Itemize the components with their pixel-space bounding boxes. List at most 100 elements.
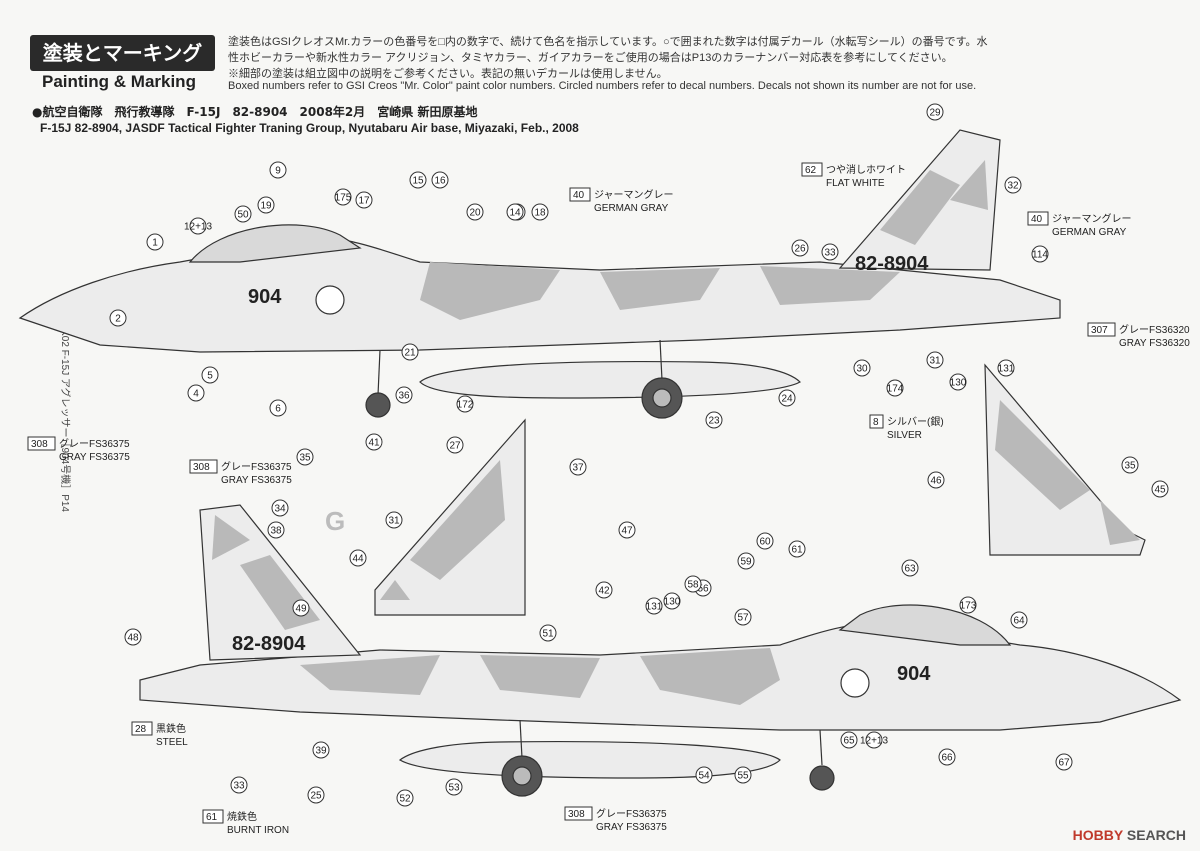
decal-number-circle [257,196,275,214]
decal-number-label: 131 [998,364,1015,375]
decal-number-label: 52 [399,794,411,805]
decal-number-circle [230,776,248,794]
paint-note-jp-2: 性ホビーカラーや新水性カラー アクリジョン、タミヤカラー、ガイアカラーをご使用の… [228,52,953,64]
paint-name-jp: 焼鉄色 [227,810,257,823]
decal-number-label: 29 [929,108,941,119]
brand-suffix: SEARCH [1122,827,1186,843]
decal-number-label: 67 [1058,758,1070,769]
decal-number-label: 41 [368,438,380,449]
decal-number-circle [1004,176,1022,194]
decal-number-circle [926,351,944,369]
section-title-english: Painting & Marking [42,72,196,91]
decal-number-circle [645,597,663,615]
paint-name-jp: ジャーマングレー [594,188,674,201]
paint-code-label: 308 [568,809,585,820]
tail-serial-bottom: 82-8904 [232,633,306,655]
decal-number-label: 54 [698,771,710,782]
decal-number-label: 1 [152,238,158,249]
decal-number-label: 33 [824,248,836,259]
tail-serial-top: 82-8904 [855,253,929,275]
decal-number-circle [269,399,287,417]
paint-name-en: FLAT WHITE [826,178,885,189]
decal-number-label: 21 [404,348,416,359]
decal-number-label: 19 [260,201,272,212]
decal-number-label: 38 [270,526,282,537]
paint-name-en: GRAY FS36375 [59,452,130,463]
decal-number-label: 37 [572,463,584,474]
decal-number-label: 33 [233,781,245,792]
decal-number-label: 59 [740,557,752,568]
decal-number-circle [821,243,839,261]
decal-callouts-bottom: 2527313334353738394244454647484951525354… [124,436,1169,807]
decal-number-circle [431,171,449,189]
decal-number-label: 39 [315,746,327,757]
paint-code-label: 8 [873,417,879,428]
decal-number-circle [385,511,403,529]
paint-code-box [564,806,593,821]
decal-number-label: 64 [1013,616,1025,627]
paint-name-jp: グレーFS36375 [596,807,667,820]
decal-number-circle [853,359,871,377]
decal-number-circle [663,592,681,610]
decal-number-circle [234,205,252,223]
decal-number-label: 35 [299,453,311,464]
paint-note-jp-3: ※細部の塗装は組立図中の説明をご参考ください。表記の無いデカールは使用しません。 [228,68,668,80]
paint-code-box [569,187,591,202]
decal-number-circle [189,217,207,235]
paint-name-jp: グレーFS36320 [1119,323,1190,336]
decal-number-label: 32 [1007,181,1019,192]
paint-name-en: STEEL [156,737,188,748]
nose-number-bottom: 904 [897,663,931,685]
decal-number-label: 24 [781,394,793,405]
paint-code-box [869,414,884,429]
decal-number-circle [734,608,752,626]
decal-number-circle [1031,245,1049,263]
decal-number-circle [506,203,524,221]
decal-number-circle [1151,480,1169,498]
paint-name-en: GRAY FS36320 [1119,338,1190,349]
decal-number-circle [791,239,809,257]
decal-number-label: 46 [930,476,942,487]
decal-number-label: 58 [687,580,699,591]
decal-number-circle [395,386,413,404]
decal-number-label: 42 [598,586,610,597]
decal-number-circle [349,549,367,567]
decal-number-label: 130 [950,378,967,389]
decal-number-circle [531,203,549,221]
decal-number-circle [569,458,587,476]
decal-number-label: 172 [457,400,474,411]
paint-code-box [801,162,823,177]
decal-number-label: 15 [412,176,424,187]
decal-number-circle [949,373,967,391]
decal-number-label: 31 [929,356,941,367]
subject-title-jp: ●航空自衛隊 飛行教導隊 F-15J 82-8904 2008年2月 宮崎県 新… [32,105,478,119]
decal-number-label: 131 [646,602,663,613]
decal-number-label: 2 [115,314,121,325]
decal-number-circle [307,786,325,804]
decal-number-label: 114 [1032,250,1048,261]
decal-number-circle [271,499,289,517]
aircraft-right-side-view [139,504,1182,797]
decal-number-label: 174 [887,384,904,395]
decal-number-label: 56 [697,584,709,595]
decal-number-circle [269,161,287,179]
fin-view-inner-left [374,418,526,616]
decal-number-label: 36 [398,391,410,402]
paint-code-label: 28 [135,724,147,735]
paint-name-jp: グレーFS36375 [59,437,130,450]
decal-number-circle [959,596,977,614]
paint-code-label: 308 [193,462,210,473]
paint-code-box [202,809,224,824]
decal-number-label: 17 [358,196,370,207]
decal-number-circle [778,389,796,407]
decal-number-label: 61 [791,545,803,556]
decal-number-circle [901,559,919,577]
decal-number-circle [292,599,310,617]
decal-number-label: 48 [127,633,139,644]
paint-name-en: GERMAN GRAY [1052,227,1127,238]
decal-number-label: 30 [856,364,868,375]
decal-number-label: 5 [207,371,213,382]
paint-name-jp: グレーFS36375 [221,460,292,473]
decal-number-circle [926,103,944,121]
